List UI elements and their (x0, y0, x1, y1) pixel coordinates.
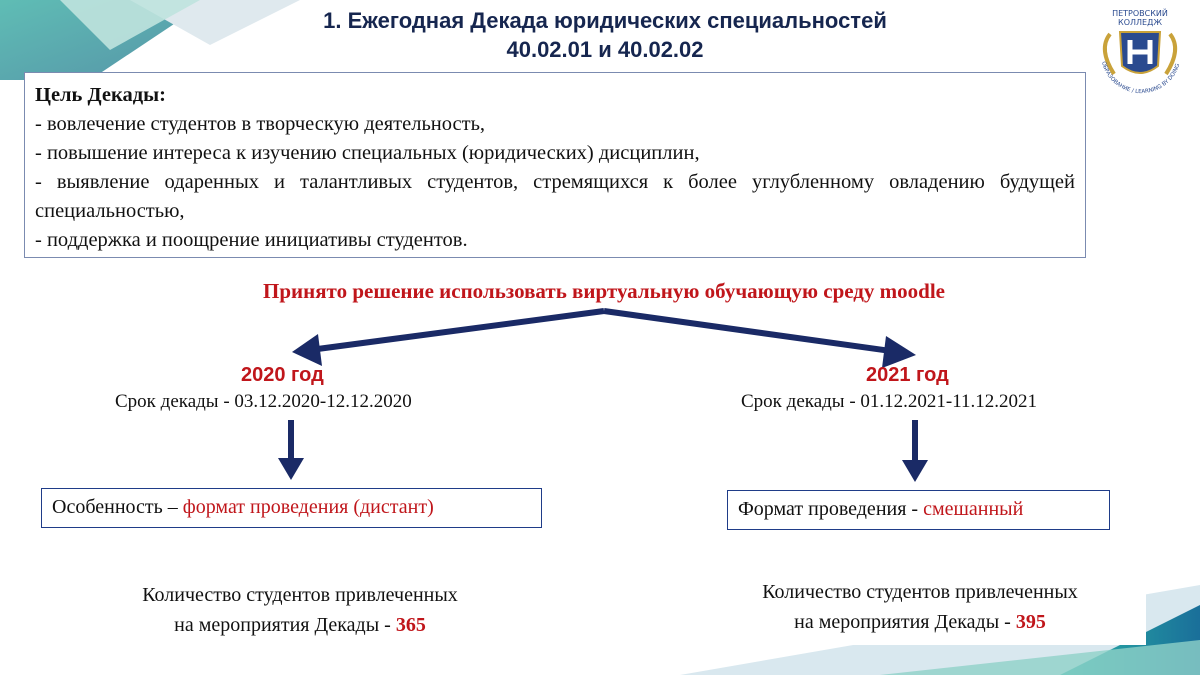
feature-value: формат проведения (дистант) (182, 496, 434, 518)
goal-item: - поддержка и поощрение инициативы студе… (35, 229, 468, 251)
feature-label: Формат проведения - (738, 498, 924, 520)
logo-text-mid: КОЛЛЕДЖ (1118, 18, 1162, 27)
count-box-2020: Количество студентов привлеченных на мер… (80, 580, 520, 640)
title-line-2: 40.02.01 и 40.02.02 (506, 37, 704, 62)
logo-text-top: ПЕТРОВСКИЙ (1112, 7, 1168, 18)
year-2020: 2020 год (241, 364, 324, 386)
count-line-2: на мероприятия Декады - (174, 614, 396, 636)
term-2021: Срок декады - 01.12.2021-11.12.2021 (741, 391, 1038, 412)
arrow-to-2021 (603, 308, 916, 368)
count-value-2020: 365 (395, 614, 426, 636)
goal-item: - выявление одаренных и талантливых студ… (35, 171, 1075, 222)
goal-box: Цель Декады: - вовлечение студентов в тв… (24, 72, 1086, 258)
college-logo: ПЕТРОВСКИЙ КОЛЛЕДЖ ОБРАЗОВАНИЕ / LEARNIN… (1100, 7, 1181, 95)
feature-box-2020: Особенность – формат проведения (дистант… (41, 488, 542, 528)
feature-box-2021: Формат проведения - смешанный (727, 490, 1110, 530)
count-value-2021: 395 (1015, 611, 1046, 633)
count-line-1: Количество студентов привлеченных (762, 581, 1078, 603)
count-line-2: на мероприятия Декады - (794, 611, 1016, 633)
feature-label: Особенность – (52, 496, 183, 518)
year-2021: 2021 год (866, 364, 949, 386)
slide-title: 1. Ежегодная Декада юридических специаль… (190, 6, 1020, 64)
arrow-to-2020 (292, 308, 605, 366)
goal-item: - вовлечение студентов в творческую деят… (35, 113, 486, 135)
count-box-2021: Количество студентов привлеченных на мер… (694, 574, 1146, 645)
title-line-1: 1. Ежегодная Декада юридических специаль… (323, 8, 887, 33)
arrow-down-right (902, 420, 928, 482)
goal-item: - повышение интереса к изучению специаль… (35, 142, 700, 164)
decor-top-left (0, 0, 300, 80)
term-2020: Срок декады - 03.12.2020-12.12.2020 (115, 391, 412, 412)
goal-heading: Цель Декады: (35, 84, 166, 106)
count-line-1: Количество студентов привлеченных (142, 584, 458, 606)
decision-text: Принято решение использовать виртуальную… (262, 279, 945, 303)
feature-value: смешанный (923, 498, 1024, 520)
arrow-down-left (278, 420, 304, 480)
